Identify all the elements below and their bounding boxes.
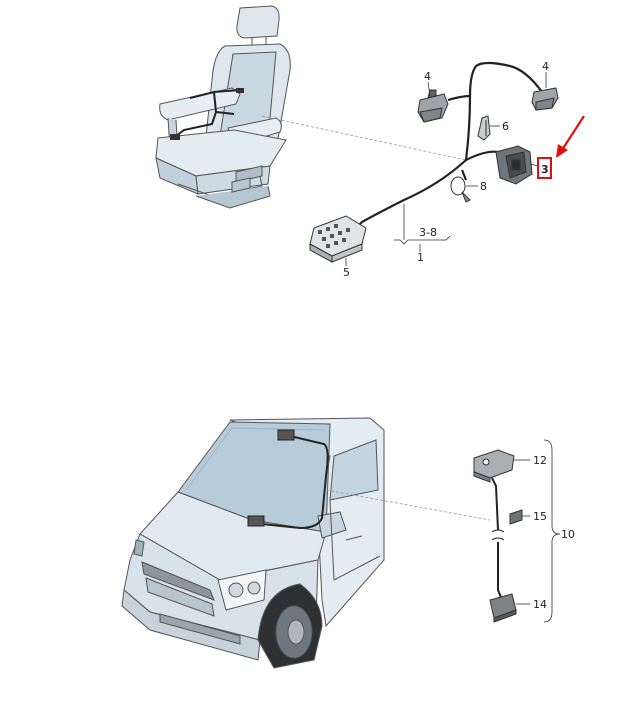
sensor-part-12 bbox=[473, 449, 515, 483]
connector-part-5 bbox=[309, 215, 367, 263]
callout-14: 14 bbox=[533, 598, 547, 611]
connector-part-14 bbox=[489, 593, 517, 623]
callout-3: 3 bbox=[541, 163, 549, 176]
callout-8: 8 bbox=[480, 180, 487, 193]
callout-1: 1 bbox=[417, 251, 424, 264]
callout-range-3-8: 3-8 bbox=[419, 226, 437, 239]
connector-part-4-right bbox=[531, 87, 559, 111]
red-arrow-icon bbox=[556, 115, 585, 158]
callout-leaders-bottom bbox=[514, 439, 561, 623]
clip-part-6 bbox=[477, 115, 491, 141]
seat-harness bbox=[175, 89, 241, 137]
callout-4-right: 4 bbox=[542, 60, 549, 73]
callout-15: 15 bbox=[533, 510, 547, 523]
callout-leaders-top bbox=[345, 72, 547, 266]
break-mark bbox=[491, 529, 505, 541]
callout-4-left: 4 bbox=[424, 70, 431, 83]
callout-5: 5 bbox=[343, 266, 350, 279]
windshield-harness bbox=[261, 435, 329, 530]
callout-12: 12 bbox=[533, 454, 547, 467]
van-front-icon bbox=[121, 417, 385, 669]
car-seat-icon bbox=[155, 5, 291, 209]
harness-connector-bottom bbox=[247, 515, 265, 527]
clip-part-15 bbox=[509, 509, 523, 525]
wiring-harness bbox=[357, 61, 543, 227]
seat-harness-connector bbox=[170, 134, 180, 140]
leader-line bbox=[325, 489, 491, 521]
callout-6: 6 bbox=[502, 120, 509, 133]
callout-3-highlight-box bbox=[537, 157, 552, 179]
harness-connector-top bbox=[277, 429, 295, 441]
leader-line bbox=[261, 115, 467, 161]
callout-10: 10 bbox=[561, 528, 575, 541]
seat-harness-connector bbox=[236, 88, 244, 93]
connector-part-4-left bbox=[417, 89, 449, 123]
connector-part-3 bbox=[495, 145, 533, 185]
cable-tie-part-8 bbox=[450, 176, 471, 203]
